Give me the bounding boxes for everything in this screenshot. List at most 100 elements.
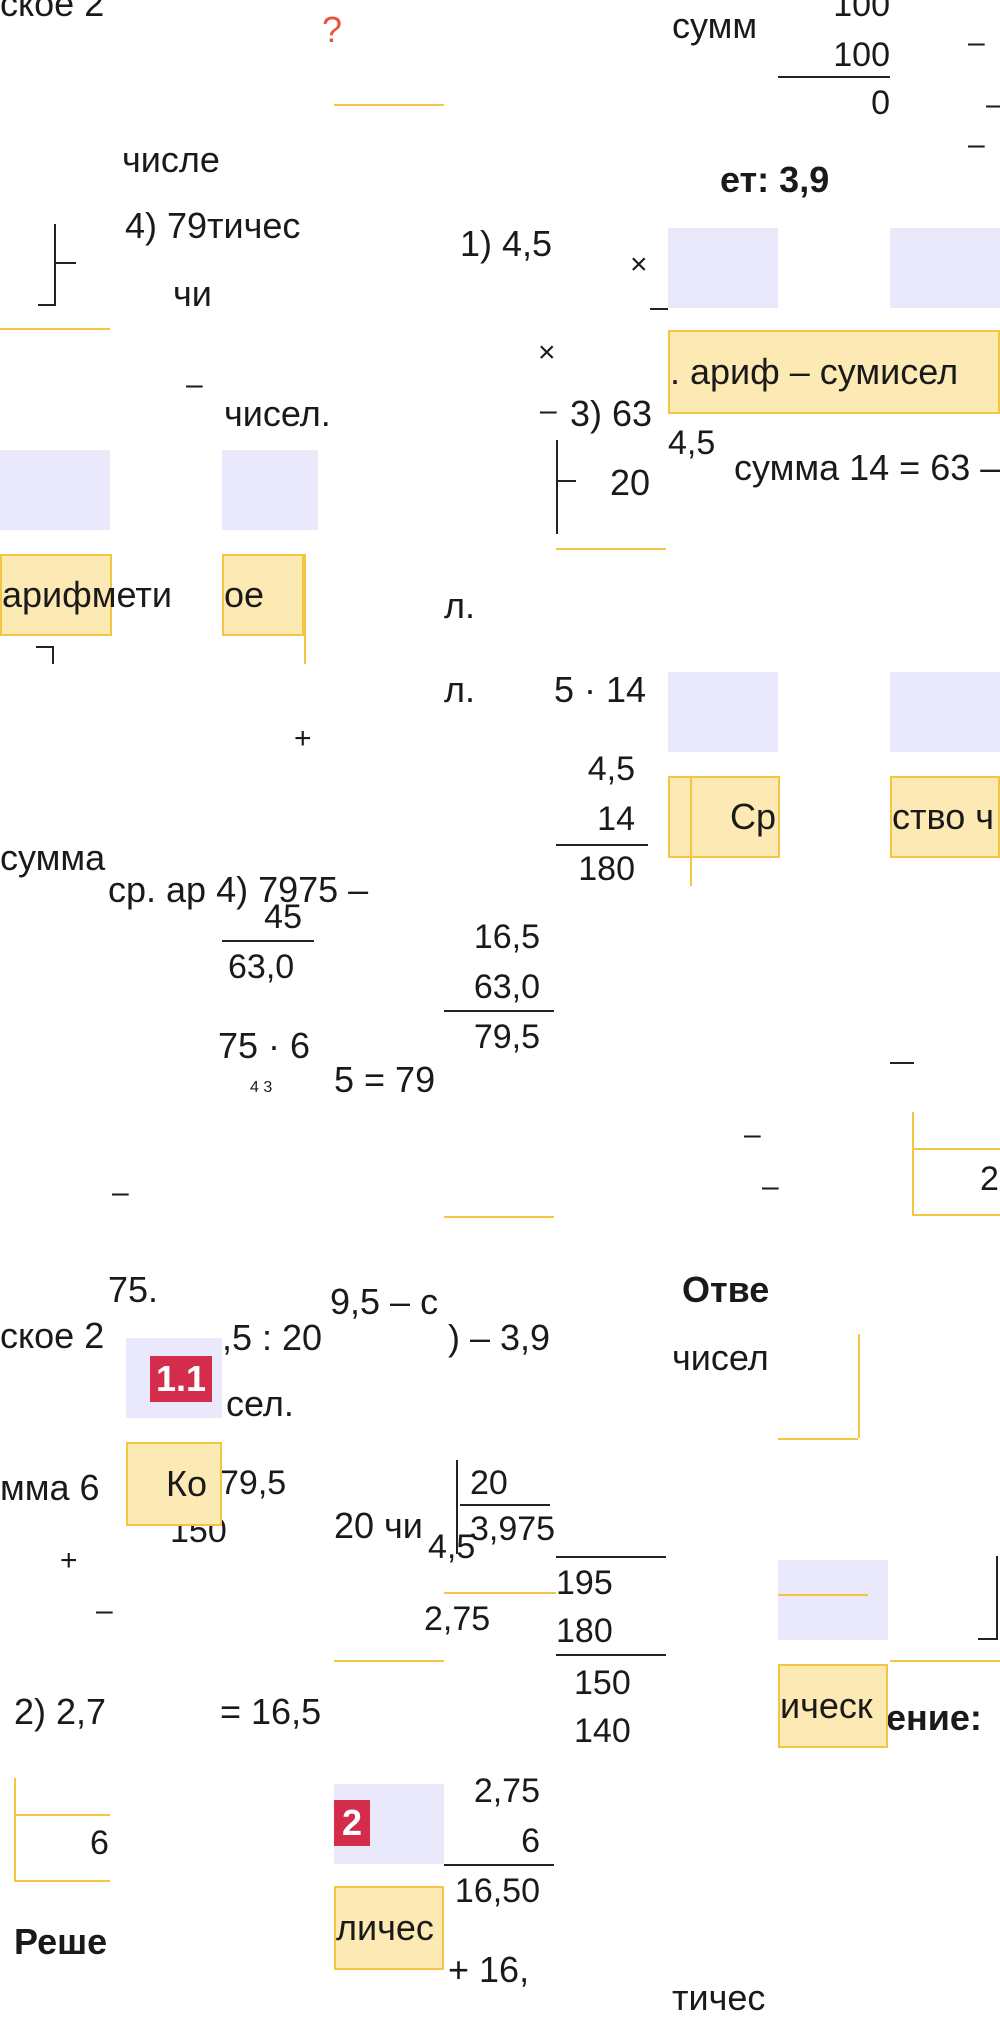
text-fragment: ) – 3,9 xyxy=(448,1317,551,1358)
calc-line xyxy=(556,1556,666,1558)
division-bracket xyxy=(556,440,558,534)
brace xyxy=(38,304,56,306)
term-box: личес xyxy=(334,1886,444,1970)
text-fragment: 4,5 xyxy=(587,750,635,788)
calc-line xyxy=(444,1010,554,1012)
calc-line xyxy=(556,844,648,846)
text-fragment: 5 · 14 xyxy=(554,669,647,710)
term-box: ое xyxy=(222,554,304,636)
text-fragment: 20 xyxy=(610,462,651,503)
text-fragment: 100 xyxy=(833,0,890,24)
text-fragment: 195 xyxy=(556,1564,613,1602)
text-fragment: ское 2 xyxy=(0,0,105,24)
text-fragment: чисел. xyxy=(224,393,331,434)
text-fragment: 79,5 xyxy=(473,1018,540,1056)
table-line xyxy=(14,1880,110,1882)
text-fragment: 2,75 xyxy=(424,1600,491,1638)
brace xyxy=(978,1638,998,1640)
brace xyxy=(54,262,76,264)
table-header-cell xyxy=(222,450,318,530)
answer-line xyxy=(444,1216,554,1218)
text-fragment: × xyxy=(538,336,556,369)
term-box-label: . ариф – сумисел xyxy=(670,351,959,392)
text-fragment: ет: 3,9 xyxy=(720,159,830,200)
brace xyxy=(52,646,54,664)
term-box-label: Ср xyxy=(730,796,777,837)
table-header-cell xyxy=(890,228,1000,308)
text-fragment: 20 чи xyxy=(334,1505,423,1546)
text-fragment: чисел xyxy=(672,1337,769,1378)
answer-line xyxy=(778,1438,858,1440)
text-fragment: Реше xyxy=(14,1921,108,1962)
minus-sign: – xyxy=(986,90,1000,120)
text-fragment: 20 xyxy=(470,1464,508,1502)
answer-line xyxy=(556,548,666,550)
text-fragment: л. xyxy=(444,669,476,710)
task-number-badge: 2 xyxy=(334,1800,370,1846)
text-fragment: 16,5 xyxy=(473,918,540,956)
calc-line xyxy=(650,308,668,310)
text-fragment: 2 xyxy=(980,1160,999,1198)
text-fragment: 6 xyxy=(90,1824,109,1862)
text-fragment: 4,5 xyxy=(668,424,716,462)
text-fragment: = 16,5 xyxy=(220,1691,322,1732)
brace xyxy=(36,646,54,648)
term-box-label: ое xyxy=(224,574,265,615)
text-fragment: 3,975 xyxy=(470,1510,556,1548)
text-fragment: 63,0 xyxy=(473,968,540,1006)
division-bracket xyxy=(456,1460,458,1554)
answer-line xyxy=(778,1594,868,1596)
table-header-cell xyxy=(668,672,778,752)
minus-sign: – xyxy=(762,1170,779,1203)
text-fragment: 14 xyxy=(597,800,635,838)
table-header-cell xyxy=(0,450,110,530)
text-fragment: ср. ар 4) 7975 – xyxy=(108,869,369,910)
calc-line xyxy=(890,1062,914,1064)
term-box-label: Ко xyxy=(166,1463,207,1504)
term-box: ическ xyxy=(778,1664,888,1748)
text-fragment: 1) 4,5 xyxy=(460,223,553,264)
term-box: Ср xyxy=(668,776,780,858)
text-fragment: 6 xyxy=(521,1822,540,1860)
text-fragment: 100 xyxy=(833,36,890,74)
table-header-cell xyxy=(778,1560,888,1640)
text-fragment: мма 6 xyxy=(0,1467,100,1508)
calc-line xyxy=(222,940,314,942)
term-box: Ко xyxy=(126,1442,222,1526)
text-fragment: 0 xyxy=(871,84,890,122)
task-number-badge: 1.1 xyxy=(150,1356,212,1402)
text-fragment: 4) 79тичес xyxy=(125,205,301,246)
text-fragment: сумма xyxy=(0,837,106,878)
term-box: . ариф – сумисел xyxy=(668,330,1000,414)
text-fragment: чи xyxy=(173,273,212,314)
table-header-cell xyxy=(890,672,1000,752)
brace xyxy=(996,1556,998,1640)
term-box: ство ч xyxy=(890,776,1000,858)
text-fragment: – xyxy=(186,368,203,401)
answer-line xyxy=(444,1592,556,1594)
minus-sign: – xyxy=(112,1176,129,1209)
text-fragment: 2,75 xyxy=(473,1772,540,1810)
minus-sign: – xyxy=(96,1594,113,1627)
answer-line xyxy=(890,1660,1000,1662)
text-fragment: 16,50 xyxy=(454,1872,540,1910)
text-fragment: × xyxy=(630,248,648,281)
minus-sign: – xyxy=(968,128,985,161)
text-fragment: 180 xyxy=(578,850,635,888)
text-fragment: числе xyxy=(122,139,220,180)
calc-line xyxy=(556,480,576,482)
answer-line xyxy=(334,104,444,106)
table-line xyxy=(912,1214,1000,1216)
text-fragment: Отве xyxy=(682,1269,770,1310)
text-fragment: 45 xyxy=(264,898,302,936)
calc-line xyxy=(460,1504,550,1506)
text-fragment: сумм xyxy=(672,5,758,46)
table-line xyxy=(690,776,692,886)
term-box-label: ическ xyxy=(780,1685,873,1726)
minus-sign: – xyxy=(540,394,557,427)
term-box-label: личес xyxy=(336,1907,434,1948)
table-line xyxy=(14,1778,16,1882)
text-fragment: 75. xyxy=(108,1269,159,1310)
text-fragment: + xyxy=(294,722,312,755)
calc-line xyxy=(444,1864,554,1866)
